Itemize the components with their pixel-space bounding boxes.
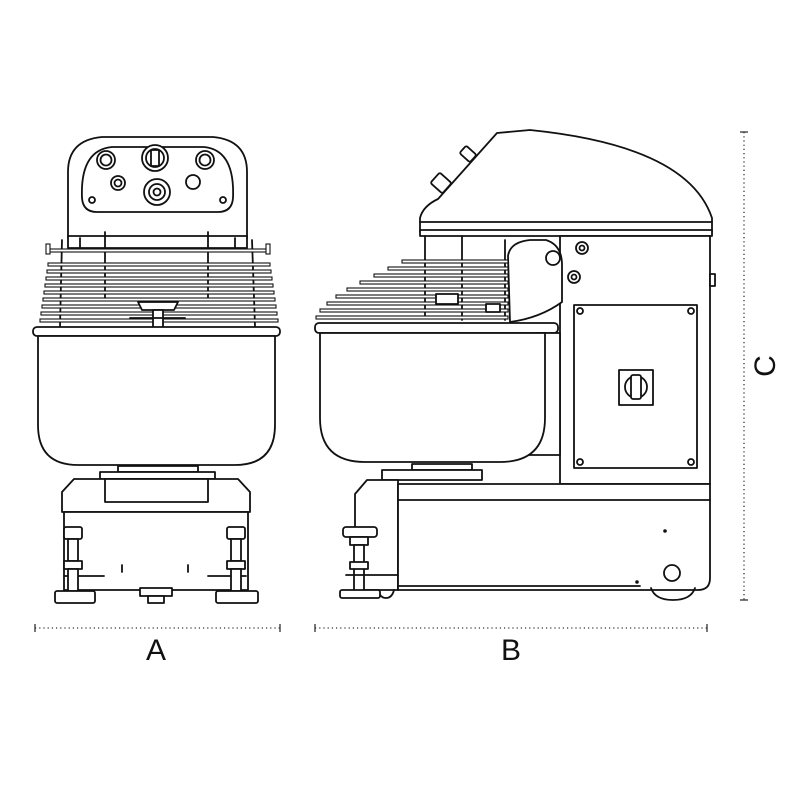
- panel-screw-right: [219, 196, 227, 204]
- panel-screw: [576, 307, 584, 315]
- bowl-turntable: [99, 471, 216, 480]
- guard-end-tab: [45, 243, 51, 255]
- guard-bar: [373, 273, 509, 278]
- dimension-label-b: B: [501, 634, 521, 667]
- leveling-thread: [230, 568, 242, 592]
- guard-bar: [43, 290, 275, 295]
- main-switch-handle: [630, 374, 642, 400]
- leveling-thread: [67, 568, 79, 592]
- front-bowl-rim: [32, 326, 281, 337]
- button-top-right-inner: [198, 153, 212, 167]
- side-view: [314, 129, 716, 601]
- guard-bar: [44, 283, 274, 288]
- guard-bar: [46, 269, 272, 274]
- guard-bar: [346, 287, 509, 292]
- side-head-housing: [419, 129, 713, 233]
- guard-bar: [326, 301, 509, 306]
- guard-hinge: [485, 303, 501, 313]
- leveling-lock-nut: [63, 560, 83, 570]
- selector-knob-grip: [150, 149, 160, 167]
- base-rivet: [635, 580, 639, 584]
- guard-bar: [359, 280, 509, 285]
- front-bowl: [37, 335, 276, 466]
- column-side-tab: [709, 273, 716, 287]
- column-knob-upper-center: [578, 244, 586, 252]
- spiral-shaft-mount: [435, 293, 459, 305]
- foot-pad: [339, 589, 381, 599]
- side-front-foot: [339, 526, 399, 599]
- side-head-knob-icon: [430, 172, 452, 194]
- guard-bar: [319, 308, 509, 313]
- leveling-nut: [63, 526, 83, 540]
- front-view: [32, 136, 281, 604]
- indicator-left-inner: [113, 178, 123, 188]
- front-bowl-guard: [39, 231, 279, 329]
- spiral-shaft-mount: [137, 301, 179, 311]
- speed-knob-ring: [148, 183, 166, 201]
- front-base-lower: [63, 511, 249, 591]
- side-head-button-icon: [459, 145, 477, 163]
- side-bowl-guard: [315, 235, 509, 321]
- leveling-nut: [226, 526, 246, 540]
- base-drain-cap: [147, 595, 165, 604]
- base-drain-plug: [139, 587, 173, 597]
- guard-bar: [42, 297, 276, 302]
- panel-screw-left: [88, 196, 96, 204]
- guard-end-tab: [265, 243, 271, 255]
- guard-bar: [315, 315, 509, 320]
- leveling-handle: [342, 526, 378, 538]
- guard-bar: [401, 259, 509, 264]
- leveling-lock-nut: [349, 561, 369, 570]
- base-rivet: [663, 529, 667, 533]
- panel-screw: [576, 458, 584, 466]
- arm-pivot: [545, 250, 561, 266]
- button-top-left-inner: [99, 153, 113, 167]
- dimension-label-c: C: [749, 355, 782, 377]
- dimension-c: C: [740, 131, 782, 601]
- rear-wheel-icon: [650, 587, 696, 601]
- column-knob-lower-center: [570, 273, 578, 281]
- panel-screw: [687, 307, 695, 315]
- guard-bar: [45, 276, 273, 281]
- guard-bar: [335, 294, 509, 299]
- guard-top-bar: [47, 248, 269, 253]
- head-neck: [67, 235, 248, 249]
- side-bowl-rim: [314, 322, 559, 334]
- leveling-lock-nut: [226, 560, 246, 570]
- dimension-label-a: A: [146, 634, 166, 667]
- foot-pad: [215, 590, 259, 604]
- foot-pad: [54, 590, 96, 604]
- front-right-foot: [207, 526, 259, 604]
- speed-knob-center: [152, 187, 162, 197]
- wheel-axle-cover: [663, 564, 681, 582]
- guard-bar: [47, 262, 271, 267]
- column-knob-upper-icon: [575, 241, 589, 255]
- front-control-head: [67, 136, 248, 239]
- side-bowl: [319, 332, 546, 463]
- panel-screw: [687, 458, 695, 466]
- side-base-body: [397, 483, 711, 591]
- guard-bar: [387, 266, 509, 271]
- base-inner-plate: [104, 478, 209, 503]
- electrical-panel: [573, 304, 698, 469]
- spiral-shaft: [152, 309, 164, 329]
- dimension-b: B: [314, 624, 708, 667]
- bowl-turntable: [381, 469, 483, 481]
- selector-knob-ring: [145, 148, 165, 168]
- dimension-a: A: [34, 624, 281, 667]
- leveling-stem: [230, 538, 242, 562]
- indicator-right-icon: [185, 174, 201, 190]
- front-left-foot: [54, 526, 105, 604]
- indicator-left-icon: [110, 175, 126, 191]
- column-knob-lower-icon: [567, 270, 581, 284]
- leveling-nut: [349, 536, 369, 546]
- leveling-stem: [67, 538, 79, 562]
- speed-knob-icon: [143, 178, 171, 206]
